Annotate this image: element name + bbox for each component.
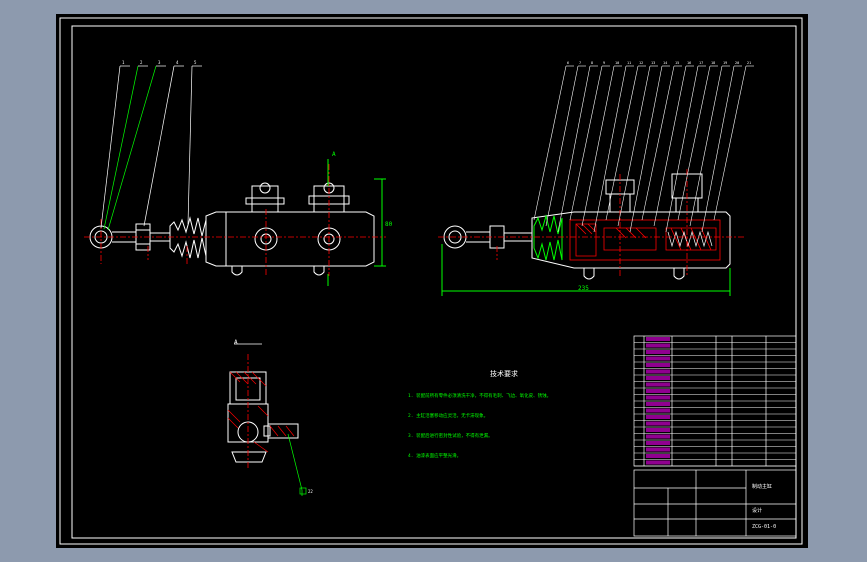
leader-line-left-3 bbox=[107, 65, 157, 231]
left-centerlines bbox=[84, 164, 386, 276]
callout-label-left-1: 1 bbox=[122, 60, 125, 65]
title-company: 制动主缸 bbox=[752, 483, 772, 490]
parts-code-cell bbox=[646, 408, 670, 413]
leader-line-right-14 bbox=[629, 65, 663, 233]
leader-line-right-13 bbox=[617, 65, 651, 227]
callout-label-left-5: 5 bbox=[194, 60, 197, 65]
callout-box-bottom bbox=[299, 487, 307, 495]
leader-line-right-19 bbox=[689, 65, 723, 227]
callout-label-right-7: 7 bbox=[579, 61, 581, 65]
leader-line-right-10 bbox=[581, 65, 615, 227]
parts-code-cell bbox=[646, 337, 670, 341]
boot-section bbox=[533, 214, 563, 261]
leader-line-right-15 bbox=[641, 65, 675, 221]
view-label-main: A bbox=[332, 151, 336, 158]
parts-code-cell bbox=[646, 376, 670, 380]
parts-code-cell bbox=[646, 415, 670, 419]
parts-code-cell bbox=[646, 454, 670, 458]
leader-line-left-4 bbox=[143, 65, 175, 227]
note-4: 4. 油漆表面应平整光滑。 bbox=[408, 452, 461, 459]
callout-label-right-18: 18 bbox=[711, 61, 715, 65]
parts-code-cell bbox=[646, 460, 670, 465]
dim-height-label: 80 bbox=[385, 221, 393, 228]
parts-code-cell bbox=[646, 447, 670, 452]
notes-title: 技术要求 bbox=[490, 369, 518, 378]
callout-label-bottom: 22 bbox=[308, 489, 313, 494]
inner-frame bbox=[71, 25, 797, 539]
cad-drawing: 80 A bbox=[59, 17, 803, 545]
parts-code-cell bbox=[646, 343, 670, 348]
leader-line-right-9 bbox=[569, 65, 603, 221]
leader-line-right-18 bbox=[677, 65, 711, 221]
section-aa-hatch bbox=[227, 371, 295, 453]
parts-code-cell bbox=[646, 350, 670, 354]
right-centerlines bbox=[438, 169, 746, 276]
leader-line-right-16 bbox=[653, 65, 687, 227]
title-school: 设计 bbox=[752, 507, 762, 514]
callout-label-right-21: 21 bbox=[747, 61, 751, 65]
callout-label-right-11: 11 bbox=[627, 61, 631, 65]
callout-label-left-3: 3 bbox=[158, 60, 161, 65]
callout-label-right-16: 16 bbox=[687, 61, 691, 65]
parts-code-cell bbox=[646, 369, 670, 374]
callout-label-right-14: 14 bbox=[663, 61, 667, 65]
drawing-viewport[interactable]: 80 A bbox=[56, 14, 808, 548]
callout-label-right-13: 13 bbox=[651, 61, 655, 65]
title-block bbox=[633, 469, 797, 537]
callout-label-left-4: 4 bbox=[176, 60, 179, 65]
callout-label-right-15: 15 bbox=[675, 61, 679, 65]
callout-label-right-9: 9 bbox=[603, 61, 605, 65]
leader-line-bottom bbox=[287, 433, 303, 496]
leader-line-left-1 bbox=[100, 65, 121, 229]
leader-line-right-12 bbox=[605, 65, 639, 221]
section-label: A bbox=[234, 339, 238, 346]
parts-code-cell bbox=[646, 441, 670, 445]
dim-length-label: 235 bbox=[578, 285, 589, 292]
leader-line-right-21 bbox=[713, 65, 747, 221]
leader-line-right-8 bbox=[557, 65, 591, 233]
leader-line-right-11 bbox=[593, 65, 627, 233]
parts-rows bbox=[634, 337, 796, 467]
note-2: 2. 主缸活塞移动应灵活，无卡滞现象。 bbox=[408, 412, 488, 419]
spring bbox=[667, 230, 713, 248]
callout-label-left-2: 2 bbox=[140, 60, 143, 65]
technical-notes: 技术要求 1. 装配前所有零件必须清洗干净，不得有毛刺、飞边、氧化皮、锈蚀。 2… bbox=[408, 369, 551, 459]
leader-line-right-6 bbox=[533, 65, 567, 221]
callout-label-right-19: 19 bbox=[723, 61, 727, 65]
callout-label-right-10: 10 bbox=[615, 61, 619, 65]
leader-line-left-2 bbox=[103, 65, 139, 230]
parts-code-cell bbox=[646, 356, 670, 361]
parts-code-cell bbox=[646, 363, 670, 367]
callout-label-right-8: 8 bbox=[591, 61, 593, 65]
title-drawing-no: ZCG-01-0 bbox=[752, 524, 776, 530]
leader-line-right-17 bbox=[665, 65, 699, 233]
parts-code-cell bbox=[646, 382, 670, 387]
callout-label-right-20: 20 bbox=[735, 61, 739, 65]
parts-code-cell bbox=[646, 395, 670, 400]
note-3: 3. 装配后进行密封性试验，不得有泄漏。 bbox=[408, 432, 493, 439]
parts-code-cell bbox=[646, 402, 670, 406]
callout-label-right-6: 6 bbox=[567, 61, 569, 65]
callout-label-right-17: 17 bbox=[699, 61, 703, 65]
sheet-border bbox=[59, 17, 803, 545]
parts-code-cell bbox=[646, 434, 670, 439]
leader-line-right-7 bbox=[545, 65, 579, 227]
note-1: 1. 装配前所有零件必须清洗干净，不得有毛刺、飞边、氧化皮、锈蚀。 bbox=[408, 392, 551, 399]
parts-code-cell bbox=[646, 389, 670, 393]
parts-code-cell bbox=[646, 421, 670, 426]
left-view bbox=[89, 159, 386, 286]
parts-code-cell bbox=[646, 428, 670, 432]
callout-label-right-12: 12 bbox=[639, 61, 643, 65]
leader-line-right-20 bbox=[701, 65, 735, 233]
leader-line-left-5 bbox=[187, 65, 193, 225]
